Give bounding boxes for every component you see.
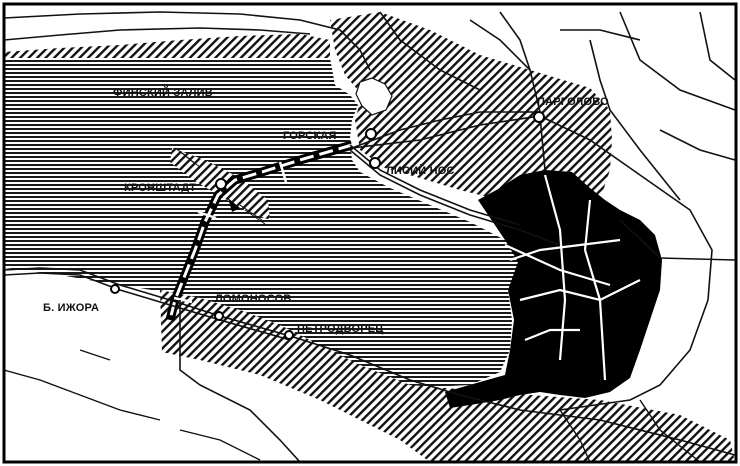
railways [4, 19, 736, 462]
south-roads [4, 349, 701, 462]
label-lomonosov: ЛОМОНОСОВ [215, 293, 291, 305]
gulf-of-finland-water [4, 58, 520, 388]
station-kronshtadt [215, 178, 227, 190]
northwest-hatch [4, 34, 330, 58]
station-pargolovo [533, 111, 545, 123]
dam-hatch-strips [174, 147, 266, 225]
label-b-izhora: Б. ИЖОРА [43, 302, 99, 314]
city-streets [504, 174, 641, 381]
dam [165, 140, 354, 322]
map-labels: ФИНСКИЙ ЗАЛИВ ГОРСКАЯ ЛИСИЙ НОС ПАРГОЛОВ… [43, 86, 609, 335]
label-gulf: ФИНСКИЙ ЗАЛИВ [113, 86, 213, 99]
station-lomonosov [214, 311, 224, 321]
station-markers [110, 111, 545, 340]
label-lisiy-nos: ЛИСИЙ НОС [386, 164, 455, 177]
label-kronshtadt: КРОНШТАДТ [124, 182, 196, 194]
station-lisiy-nos [369, 157, 381, 169]
city-area [445, 170, 662, 408]
station-gorskaya [365, 128, 377, 140]
north-roads [4, 11, 736, 161]
label-pargolovo: ПАРГОЛОВО [537, 96, 609, 108]
station-b-izhora [110, 284, 120, 294]
label-petrodvorets: ПЕТРОДВОРЕЦ [297, 323, 384, 335]
station-petrodvorets [284, 330, 294, 340]
label-gorskaya: ГОРСКАЯ [283, 130, 337, 142]
sestroretsk-lake [355, 77, 393, 116]
north-shore-hatch [330, 12, 612, 210]
